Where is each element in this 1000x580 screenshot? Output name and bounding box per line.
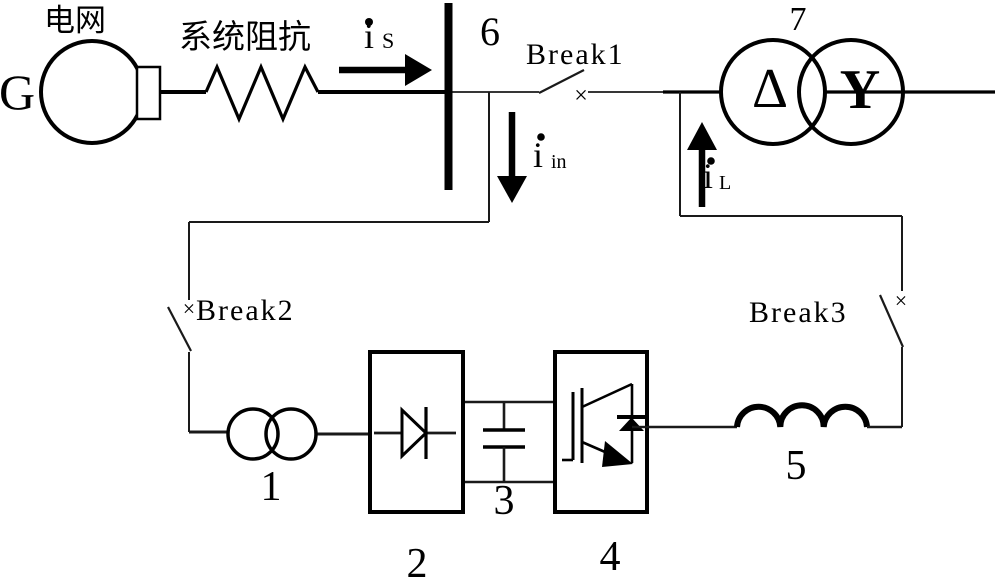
busbar-number: 6 [480, 9, 500, 54]
transformer7-wye-winding [797, 38, 905, 146]
break3-label: Break3 [749, 296, 848, 329]
wiring [160, 62, 995, 484]
break1-label: Break1 [526, 38, 625, 71]
breaker-1: × Break1 [526, 38, 625, 109]
inductor-5: 5 [647, 402, 902, 489]
breaker-2: × Break2 [167, 294, 295, 352]
il-current-arrow: i L [687, 122, 731, 207]
transformer1-number: 1 [261, 464, 282, 510]
inductor-coil [734, 402, 870, 428]
system-impedance-resistor [204, 62, 320, 124]
breaker-3: × Break3 [749, 288, 907, 348]
wye-symbol: Y [840, 59, 880, 121]
diode-triangle [400, 406, 429, 460]
igbt-collector-line [581, 382, 633, 409]
generator-letter: G [0, 64, 35, 120]
transformer7-delta-winding [719, 38, 827, 146]
is-current-arrow: i S [339, 16, 432, 86]
inverter-number: 4 [600, 534, 621, 580]
break2-blade [167, 306, 192, 352]
iin-arrow-head [497, 176, 527, 203]
capacitor-number: 3 [494, 478, 515, 524]
is-label: i [364, 16, 374, 56]
inductor-number: 5 [786, 443, 807, 489]
break1-cross-icon: × [574, 83, 588, 109]
is-arrow-head [405, 54, 432, 86]
iin-phasor-dot [537, 133, 545, 141]
iin-current-arrow: i in [497, 112, 567, 203]
transformer1-primary [226, 407, 280, 461]
rectifier-number: 2 [407, 541, 428, 580]
inverter-4: 4 [553, 350, 649, 580]
break2-cross-icon: × [183, 296, 195, 321]
delta-symbol: Δ [752, 58, 788, 120]
grid-label: 电网 [44, 3, 106, 38]
igbt-emitter-arrow [602, 441, 633, 467]
il-label: i [703, 156, 713, 196]
busbar-6: 6 [444, 3, 500, 190]
dc-capacitor-3: 3 [483, 402, 525, 524]
transformer-1: 1 [226, 407, 318, 510]
is-phasor-dot [365, 18, 373, 26]
impedance-label: 系统阻抗 [179, 19, 311, 56]
break1-blade [538, 69, 585, 94]
il-subscript: L [719, 172, 731, 194]
iin-label: i [533, 135, 543, 175]
transformer7-number: 7 [790, 1, 807, 38]
generator: G 电网 [0, 3, 162, 145]
iin-subscript: in [551, 151, 567, 173]
break3-cross-icon: × [895, 288, 907, 313]
is-subscript: S [382, 28, 394, 53]
il-arrow-head [687, 122, 717, 150]
generator-circle [39, 39, 145, 145]
generator-terminal-box [135, 65, 162, 121]
transformer1-secondary [264, 407, 318, 461]
transformer-7: Δ Y 7 [719, 1, 905, 146]
rectifier-2: 2 [368, 350, 465, 580]
break2-label: Break2 [196, 294, 295, 327]
break3-blade [878, 294, 905, 348]
il-phasor-dot [707, 157, 715, 165]
